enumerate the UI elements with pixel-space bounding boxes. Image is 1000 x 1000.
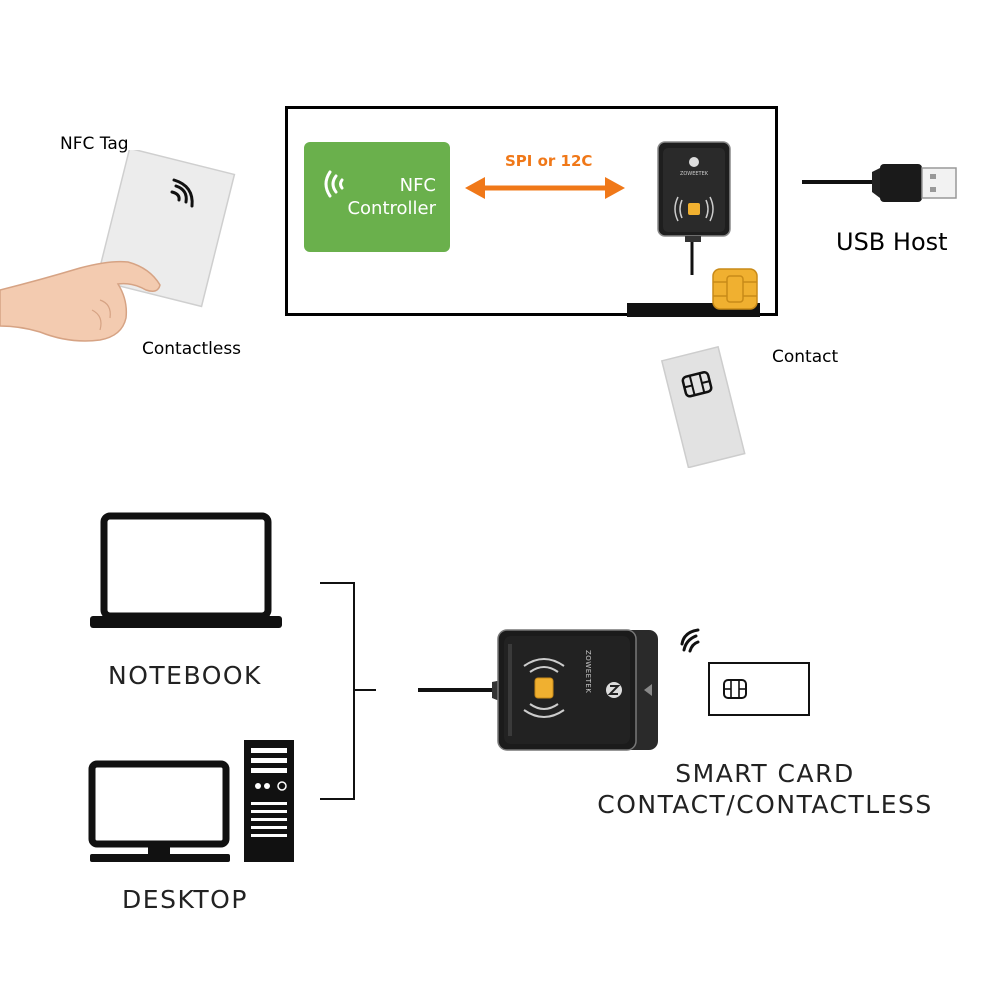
notebook-label: NOTEBOOK: [108, 661, 262, 690]
contact-card: [660, 346, 746, 468]
sim-chip-icon: [723, 679, 747, 699]
laptop-icon: [90, 512, 282, 628]
nfc-controller-box: NFC Controller: [304, 142, 450, 252]
contact-label: Contact: [772, 347, 839, 367]
usb-plug-icon: [802, 164, 957, 202]
nfc-controller-line1: NFC: [399, 175, 436, 196]
desktop-label: DESKTOP: [122, 885, 248, 914]
nfc-wave-icon: [324, 170, 344, 198]
brand-text: ZOWEETEK: [584, 650, 592, 694]
nfc-tag-card: [0, 150, 236, 342]
sim-chip-icon: [681, 370, 713, 398]
smart-card-outline: [708, 662, 810, 716]
nfc-controller-label: NFC Controller: [347, 174, 436, 220]
system-frame: [285, 106, 778, 316]
desktop-icon: [88, 740, 294, 862]
nfc-wave-icon: [680, 628, 700, 653]
monitor-icon: [88, 760, 230, 862]
usb-host-label: USB Host: [836, 228, 948, 256]
contactless-label: Contactless: [142, 339, 242, 359]
smart-card-reader: [418, 629, 658, 751]
sim-chip-icon: [712, 268, 758, 310]
nfc-controller-line2: Controller: [347, 198, 436, 219]
mini-reader-device: ZOWEETEK: [657, 141, 731, 275]
nfc-wave-icon: [170, 178, 194, 208]
hand-icon: [0, 260, 161, 342]
protocol-label: SPI or 12C: [505, 152, 593, 170]
connector-bracket: [320, 582, 376, 800]
smart-card-caption-line1: SMART CARD: [675, 759, 855, 788]
svg-text:ZOWEETEK: ZOWEETEK: [680, 171, 709, 177]
bidirectional-arrow: [465, 177, 625, 199]
nfc-tag-label: NFC Tag: [60, 134, 129, 154]
smart-card-caption: SMART CARD CONTACT/CONTACTLESS: [590, 758, 940, 820]
tower-pc-icon: [244, 740, 294, 862]
smart-card-caption-line2: CONTACT/CONTACTLESS: [597, 790, 933, 819]
